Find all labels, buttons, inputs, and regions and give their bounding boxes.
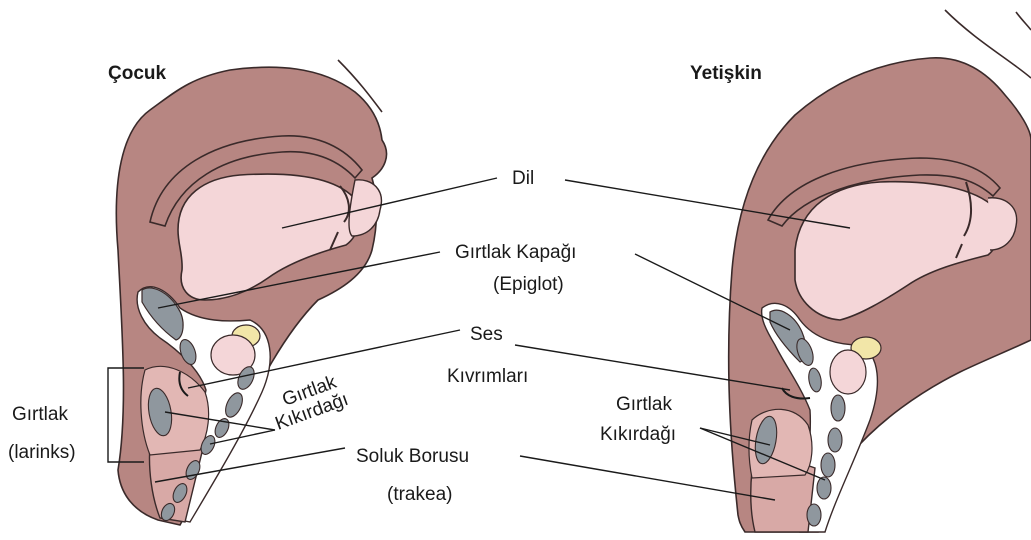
label-trachea-line2: (trakea)	[387, 484, 452, 505]
label-larynx-line2: (larinks)	[8, 442, 76, 463]
title-child: Çocuk	[108, 63, 167, 84]
label-vocal-folds-line2: Kıvrımları	[447, 366, 528, 387]
label-epiglottis-line1: Gırtlak Kapağı	[455, 242, 576, 263]
label-adult-cartilage-line2: Kıkırdağı	[600, 424, 676, 445]
title-adult: Yetişkin	[690, 63, 762, 84]
label-trachea-line1: Soluk Borusu	[356, 446, 469, 467]
label-tongue: Dil	[512, 168, 534, 189]
child-anatomy	[108, 60, 387, 525]
adult-anatomy	[729, 10, 1031, 532]
label-adult-cartilage-line1: Gırtlak	[616, 394, 672, 415]
label-larynx-line1: Gırtlak	[12, 404, 68, 425]
label-epiglottis-line2: (Epiglot)	[493, 274, 564, 295]
label-vocal-folds-line1: Ses	[470, 324, 503, 345]
